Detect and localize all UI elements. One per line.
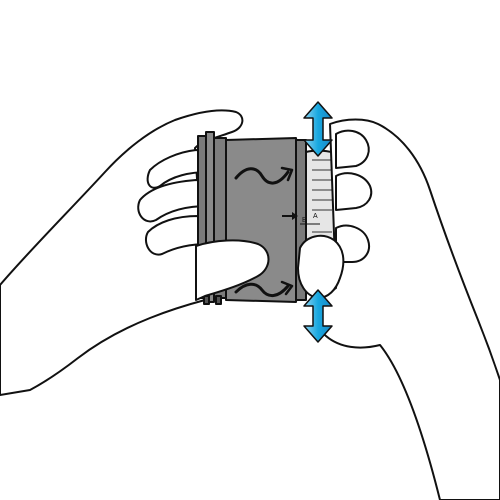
right-hand-thumb bbox=[297, 234, 345, 299]
left-hand-finger-1 bbox=[146, 149, 211, 189]
left-hand-finger-3 bbox=[144, 215, 209, 256]
right-hand-finger-1 bbox=[335, 129, 370, 169]
mount-pin-2 bbox=[215, 295, 222, 305]
mark-label-a: A bbox=[313, 213, 318, 220]
left-hand-thumb bbox=[195, 239, 270, 301]
right-hand-finger-3 bbox=[335, 224, 370, 263]
rotation-arrow-top-icon bbox=[234, 166, 294, 185]
adjust-arrow-bottom-icon bbox=[303, 289, 333, 343]
right-hand-palm bbox=[312, 118, 500, 500]
left-hand-finger-2 bbox=[137, 179, 209, 223]
index-pointer-icon bbox=[282, 212, 298, 220]
mark-label-b: B bbox=[302, 217, 307, 224]
right-hand bbox=[297, 118, 500, 500]
adjust-arrow-top-icon bbox=[303, 101, 333, 157]
left-hand bbox=[0, 109, 244, 396]
rotation-arrow-bottom-icon bbox=[234, 280, 294, 297]
right-hand-finger-2 bbox=[335, 172, 373, 211]
